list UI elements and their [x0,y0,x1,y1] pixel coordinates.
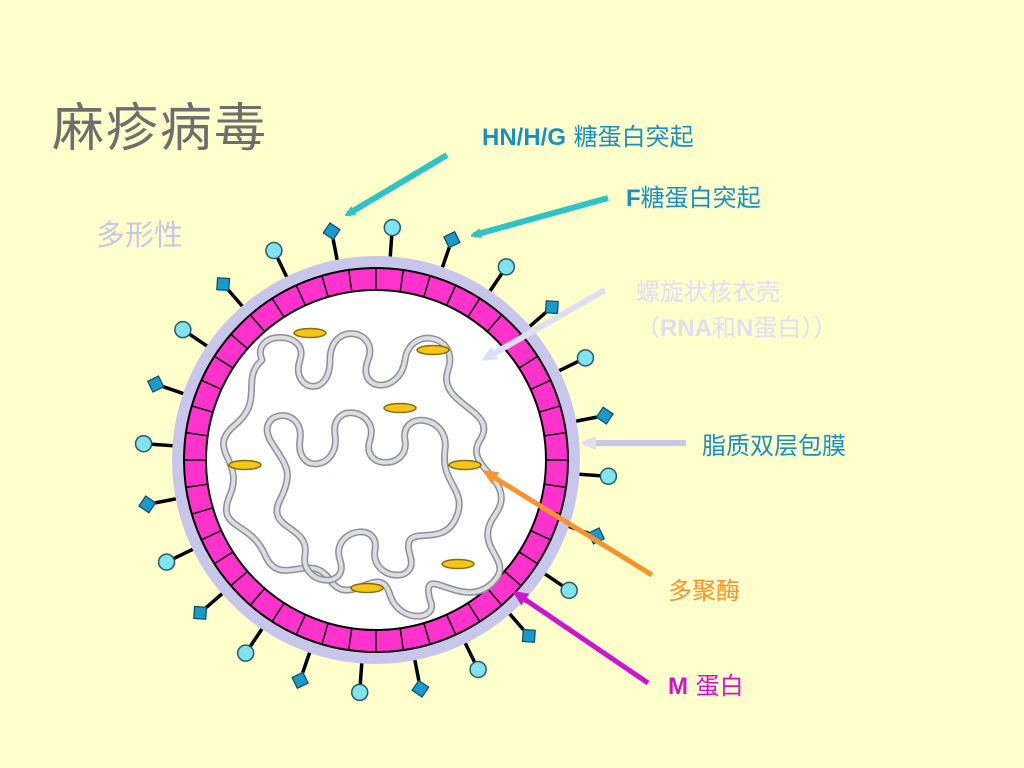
matrix-segment [201,529,222,541]
matrix-segment [486,587,503,606]
capsid-rna: RNA [660,315,712,342]
matrix-segment [486,314,503,333]
arrow-hn [348,152,449,217]
matrix-segment [321,275,329,298]
label-f-latin: F [626,185,641,212]
label-hn-cjk: 糖蛋白突起 [566,123,694,151]
f-spike-head [411,679,430,698]
matrix-segment [538,405,561,413]
matrix-segment [467,298,481,318]
hn-spike-head [469,660,487,679]
f-spike-head [322,222,341,241]
helical-nucleocapsid [220,330,505,620]
matrix-segment [214,355,234,369]
hn-spike-head [157,553,176,571]
polymerase-molecules [228,327,482,594]
label-envelope-text: 脂质双层包膜 [702,432,846,460]
matrix-segment [214,551,234,565]
matrix-segment [544,431,567,437]
hn-spike-head [560,581,578,600]
matrix-segment [271,602,285,622]
f-spike-head [521,628,536,643]
matrix-segment [399,269,405,292]
f-spike-head [595,406,614,425]
label-capsid-text: 螺旋状核衣壳 [636,278,780,306]
f-spike-head [544,300,559,315]
glycoprotein-spikes [134,218,618,702]
hn-spike-head [599,467,618,486]
matrix-segment [295,285,307,306]
hn-spike-head [236,644,255,662]
hn-spike-head [383,218,402,237]
matrix-segment [445,614,457,635]
matrix-segment [518,355,538,369]
matrix-segment [423,275,431,298]
matrix-segment [347,269,353,292]
f-spike-head [138,495,157,514]
label-m-cjk: 蛋白 [688,672,744,700]
arrow-m-protein [517,594,650,686]
matrix-segment [423,622,431,645]
slide-title: 麻疹病毒 [52,99,269,159]
label-hn-glycoprotein: HN/H/G 糖蛋白突起 [482,117,694,152]
arrow-f [474,195,609,235]
hn-spike-head [497,258,516,276]
matrix-segment [185,483,208,489]
matrix-segment [445,285,457,306]
hn-spike-head [576,349,595,367]
label-capsid-line1: 螺旋状核衣壳 [636,272,780,307]
arrow-capsid [486,287,607,358]
matrix-segment [201,379,222,391]
matrix-segment [191,507,214,515]
matrix-segment [530,529,551,541]
hn-spike-head [350,683,369,702]
arrow-polymerase [487,473,654,578]
hn-spike-head [174,320,192,339]
f-spike-head [193,605,208,620]
subtitle-polymorphism: 多形性 [96,218,184,252]
label-m-protein: M 蛋白 [668,666,744,701]
matrix-segment [518,551,538,565]
capsid-and: 和 [712,314,736,342]
matrix-segment [399,628,405,651]
hn-spike-head [134,434,153,453]
matrix-segment [230,570,249,587]
matrix-segment [544,483,567,489]
f-spike-head [443,230,461,249]
matrix-segment [271,298,285,318]
hn-spike-head [265,241,283,260]
label-hn-latin: HN/H/G [482,124,566,151]
matrix-segment [503,570,522,587]
matrix-segment [321,622,329,645]
matrix-segment [185,431,208,437]
label-f-glycoprotein: F糖蛋白突起 [626,178,761,213]
matrix-segment [467,602,481,622]
label-polymerase-text: 多聚酶 [668,577,740,605]
label-polymerase: 多聚酶 [668,571,740,606]
matrix-segment [249,587,266,606]
label-f-cjk: 糖蛋白突起 [640,184,761,212]
matrix-segment [295,614,307,635]
label-lipid-envelope: 脂质双层包膜 [702,426,846,461]
f-spike-head [291,671,309,690]
matrix-segment [191,405,214,413]
matrix-segment [347,628,353,651]
capsid-protein: 蛋白）） [753,314,838,342]
matrix-segment [530,379,551,391]
f-spike-head [216,277,231,292]
capsid-paren-open: （ [636,314,660,342]
lipid-envelope [172,256,580,664]
matrix-segment [249,314,266,333]
label-m-latin: M [668,673,688,700]
capsid-n: N [736,315,754,342]
f-spike-head [146,375,165,393]
matrix-segment [230,333,249,350]
label-capsid-line2: （RNA和N蛋白）） [636,308,837,343]
